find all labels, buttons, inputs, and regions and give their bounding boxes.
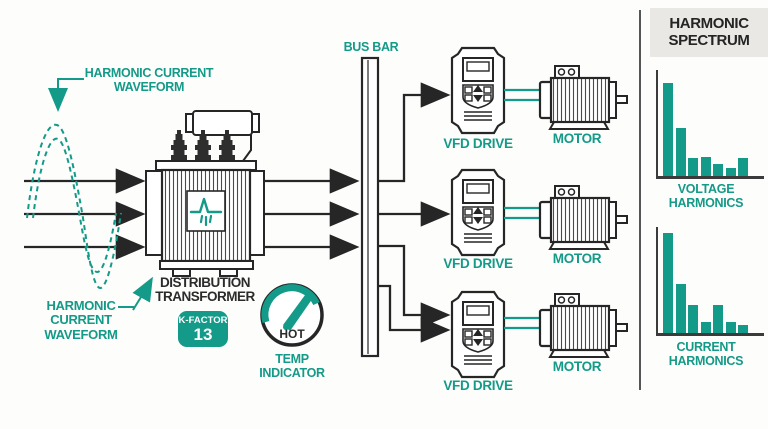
vfd-drive-1 bbox=[450, 46, 506, 135]
motor-2 bbox=[538, 184, 629, 251]
spectrum-bar bbox=[713, 305, 723, 333]
spectrum-bar bbox=[700, 322, 711, 333]
spectrum-panel-divider bbox=[639, 10, 641, 390]
label-line: WAVEFORM bbox=[113, 80, 185, 94]
label-line: HARMONIC CURRENT bbox=[84, 66, 214, 80]
spectrum-bar bbox=[738, 158, 748, 176]
spectrum-bar bbox=[688, 158, 698, 176]
spectrum-bar bbox=[675, 284, 686, 333]
label-line: HARMONICS bbox=[668, 354, 744, 368]
label-line: TRANSFORMER bbox=[155, 289, 255, 305]
k-factor-value: 13 bbox=[193, 325, 213, 344]
k-factor-badge: K-FACTOR 13 bbox=[178, 311, 228, 347]
vfd-drive-3 bbox=[450, 290, 506, 379]
busbar-feed-lines bbox=[378, 82, 451, 343]
voltage-harmonics-chart bbox=[656, 70, 764, 179]
label-line: INDICATOR bbox=[259, 366, 325, 380]
label-line: CURRENT bbox=[50, 312, 112, 328]
top-label-pointer-arrow bbox=[48, 78, 84, 112]
motor-label-3: MOTOR bbox=[552, 359, 602, 374]
gauge-needle bbox=[283, 291, 315, 331]
distribution-transformer-label: DISTRIBUTION TRANSFORMER bbox=[147, 275, 263, 305]
motor-3 bbox=[538, 292, 629, 359]
transformer-output-lines bbox=[264, 168, 360, 260]
k-factor-label: K-FACTOR bbox=[178, 315, 228, 326]
gauge-hot-label: HOT bbox=[279, 327, 305, 341]
vfd-drive-2 bbox=[450, 168, 506, 257]
label-line: WAVEFORM bbox=[44, 326, 118, 342]
vfd-motor-cables bbox=[504, 88, 541, 330]
current-harmonics-chart bbox=[656, 227, 764, 336]
supply-lines bbox=[24, 168, 146, 260]
bus-bar bbox=[360, 56, 380, 358]
spectrum-bar bbox=[688, 305, 698, 333]
label-line: TEMP bbox=[275, 352, 309, 366]
spectrum-bar bbox=[725, 168, 736, 176]
voltage-harmonics-bars bbox=[663, 73, 748, 176]
label-line: DISTRIBUTION bbox=[160, 275, 251, 290]
header-line: SPECTRUM bbox=[668, 31, 750, 49]
temp-indicator-label: TEMP INDICATOR bbox=[247, 352, 337, 380]
spectrum-bar bbox=[713, 164, 723, 176]
current-spike-icon bbox=[189, 197, 223, 227]
spectrum-bar bbox=[738, 325, 748, 333]
harmonic-current-waveform-label-bottom: HARMONIC CURRENT WAVEFORM bbox=[36, 298, 126, 342]
header-line: HARMONIC bbox=[669, 14, 749, 32]
vfd-drive-label-3: VFD DRIVE bbox=[443, 378, 513, 393]
bushing-insulators bbox=[171, 130, 235, 161]
vfd-drive-label-1: VFD DRIVE bbox=[443, 136, 513, 151]
spectrum-bar bbox=[725, 322, 736, 333]
spectrum-bar bbox=[663, 233, 673, 333]
label-line: HARMONICS bbox=[668, 196, 744, 210]
current-harmonics-bars bbox=[663, 230, 748, 333]
harmonic-waveform bbox=[26, 123, 122, 289]
vfd-drive-label-2: VFD DRIVE bbox=[443, 256, 513, 271]
motor-label-2: MOTOR bbox=[552, 251, 602, 266]
label-line: VOLTAGE bbox=[677, 182, 735, 196]
current-harmonics-label: CURRENT HARMONICS bbox=[650, 340, 762, 368]
spectrum-bar bbox=[700, 157, 711, 176]
label-line: CURRENT bbox=[676, 340, 736, 354]
spectrum-bar bbox=[675, 128, 686, 176]
spectrum-bar bbox=[663, 83, 673, 176]
distribution-transformer bbox=[145, 110, 265, 277]
label-line: HARMONIC bbox=[46, 298, 116, 313]
harmonic-spectrum-header: HARMONIC SPECTRUM bbox=[650, 8, 768, 57]
voltage-harmonics-label: VOLTAGE HARMONICS bbox=[650, 182, 762, 210]
motor-label-1: MOTOR bbox=[552, 131, 602, 146]
bottom-label-pointer-arrow bbox=[118, 276, 153, 311]
motor-1 bbox=[538, 64, 629, 131]
temp-gauge bbox=[260, 283, 324, 347]
bus-bar-label: BUS BAR bbox=[343, 40, 399, 54]
harmonic-current-waveform-label-top: HARMONIC CURRENT WAVEFORM bbox=[79, 66, 219, 94]
